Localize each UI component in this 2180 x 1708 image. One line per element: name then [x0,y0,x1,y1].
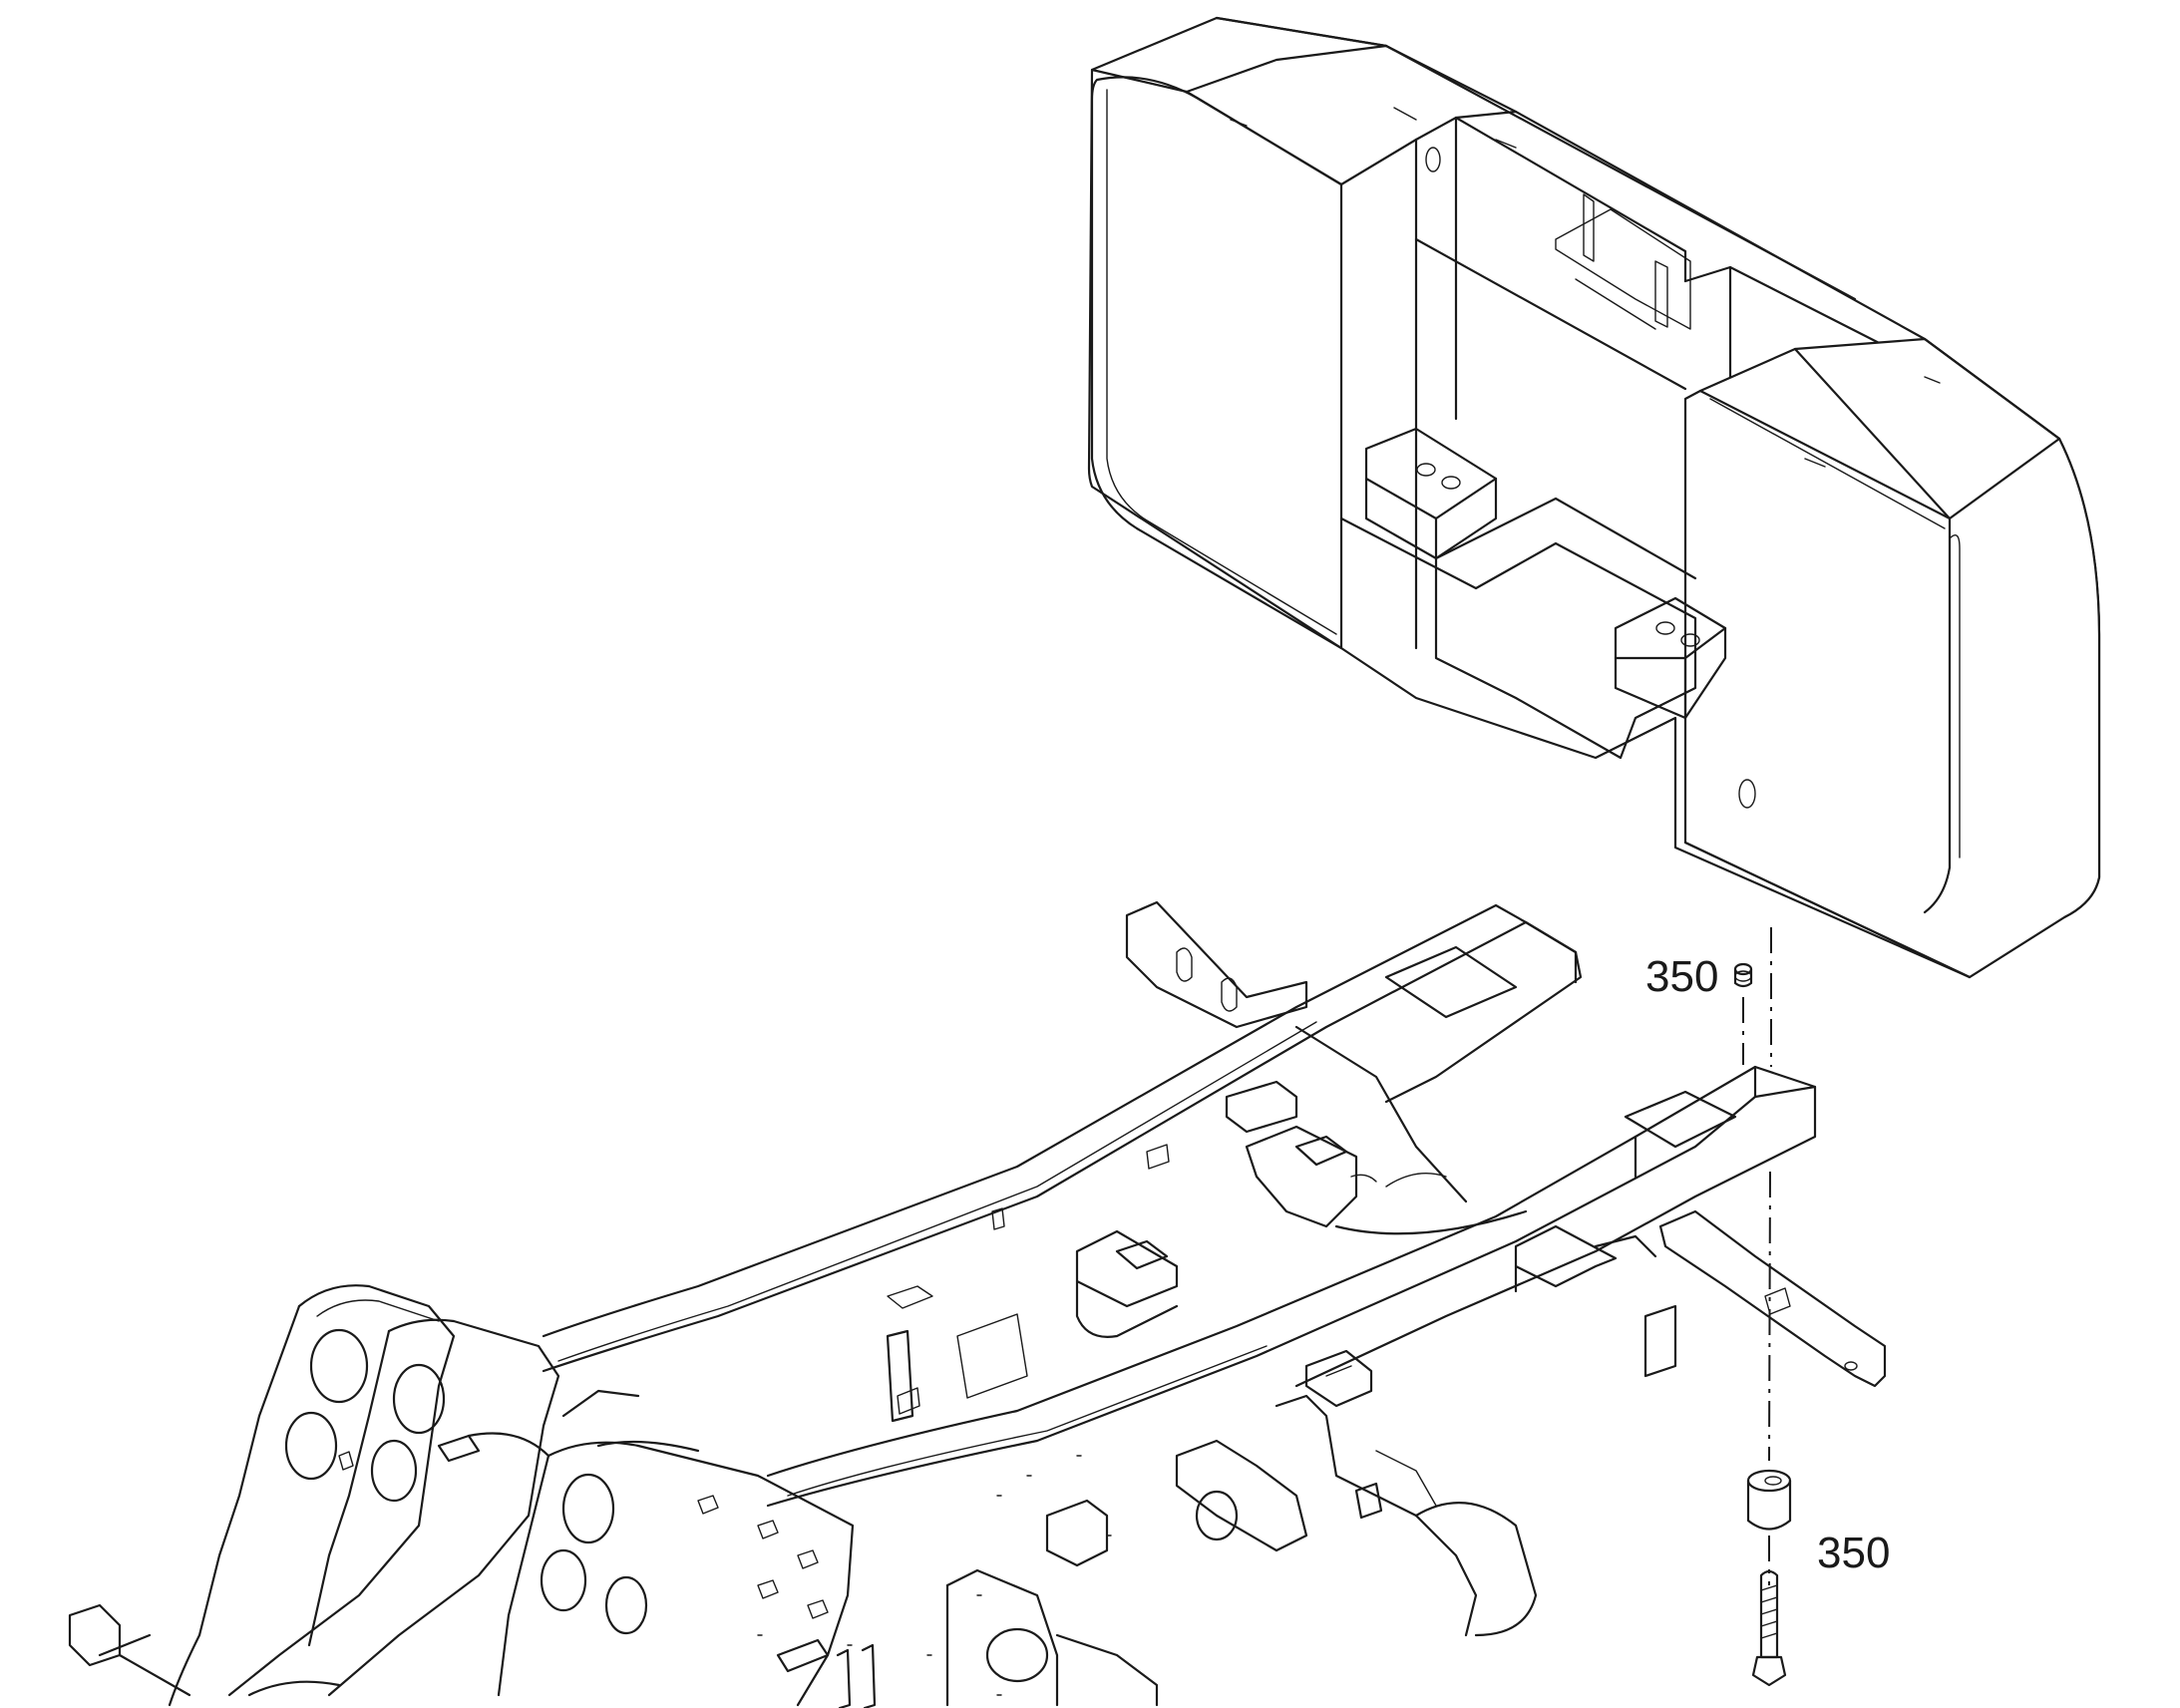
frame-front-plate-left [227,1284,456,1697]
frame-lower-rail [766,1065,1817,1478]
callout-350-upper: 350 [1645,952,1718,1001]
counterweight [1087,16,2101,979]
callout-350-lower: 350 [1817,1529,1890,1577]
frame-upper-rail [542,903,1583,1338]
part-350-washer [1733,962,1753,988]
counterweight-right-block [1683,337,2101,979]
counterweight-left-face [1090,76,1343,650]
frame-assembly [68,900,1887,1708]
frame-front-plate-mid [327,1318,560,1697]
part-350-bolt [1751,1569,1787,1687]
frame-front-plate-right [546,1441,855,1707]
callouts: 350 350 [1645,952,1890,1577]
part-350-bushing [1746,1469,1792,1531]
